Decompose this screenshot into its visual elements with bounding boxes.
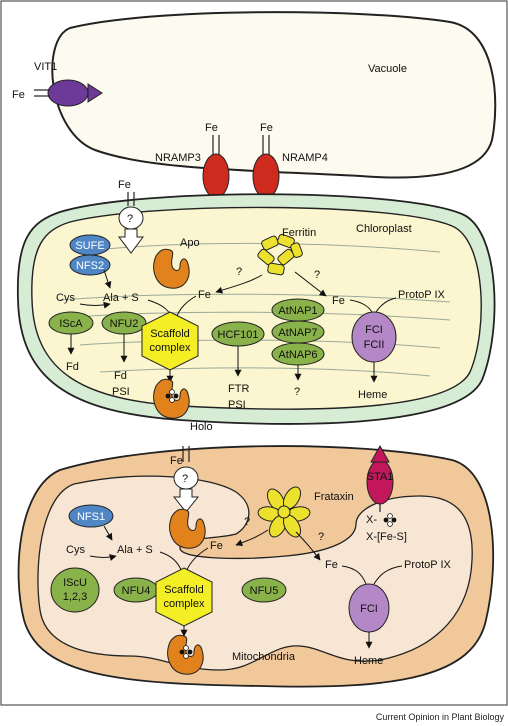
- isca-label: IScA: [59, 318, 83, 330]
- iscu-label-line2: 1,2,3: [63, 591, 87, 603]
- mito-fc-fe-label: Fe: [325, 559, 338, 571]
- nfu2-label: NFU2: [110, 318, 139, 330]
- chloroplast-label: Chloroplast: [356, 223, 412, 235]
- iscu-protein: [50, 567, 100, 613]
- fe-s-cluster-icon: [179, 645, 193, 659]
- mito-import-fe-label: Fe: [170, 455, 183, 467]
- mito-cys-to-ala-arrow: [89, 554, 117, 561]
- fci-mito-label: FCI: [360, 603, 378, 615]
- mito-scaffold-line2: complex: [164, 598, 205, 610]
- ferritin-icon: [257, 233, 303, 276]
- chloroplast-ala-s-label: Ala + S: [103, 292, 139, 304]
- fd-center-label: Fd: [114, 370, 127, 382]
- chloroplast-import-question: ?: [127, 213, 133, 225]
- nfs1-protein: [68, 504, 114, 528]
- nramp4-label: NRAMP4: [282, 152, 328, 164]
- holo-label: Holo: [190, 421, 213, 433]
- chloroplast-import-fe-label: Fe: [118, 179, 131, 191]
- chloroplast-ferrochelatase: [351, 311, 397, 363]
- frataxin-label: Frataxin: [314, 491, 354, 503]
- atnap6-label: AtNAP6: [278, 349, 317, 361]
- vit1-label: VIT1: [34, 61, 57, 73]
- fci-chl-label: FCI: [365, 324, 383, 336]
- mito-ala-s-label: Ala + S: [117, 544, 153, 556]
- ferritin-to-fe-arrow: [215, 274, 263, 294]
- mito-cys-label: Cys: [66, 544, 85, 556]
- atnap1-label: AtNAP1: [278, 305, 317, 317]
- atnap-question: ?: [294, 386, 300, 398]
- frataxin-left-question: ?: [244, 516, 250, 528]
- mito-protop-to-fc-line: [373, 565, 403, 585]
- fe-s-cluster-icon: [165, 389, 179, 403]
- chloroplast-heme-label: Heme: [358, 389, 387, 401]
- ferritin-left-question: ?: [236, 266, 242, 278]
- mito-fe-to-fc-line: [341, 565, 367, 585]
- nfs2-protein: [69, 254, 111, 276]
- fe-s-cluster-icon: [383, 513, 397, 527]
- nfu5-protein: [241, 577, 287, 603]
- holo-protein-icon: [167, 634, 204, 675]
- sufe-label: SUFE: [75, 240, 104, 252]
- holo-protein-icon: [153, 378, 190, 419]
- mito-heme-label: Heme: [354, 655, 383, 667]
- frataxin-to-fc-arrow: [295, 531, 321, 561]
- ferritin-right-question: ?: [314, 269, 320, 281]
- vacuole-membrane: [51, 11, 497, 179]
- mito-import-question: ?: [182, 473, 188, 485]
- hcf101-label: HCF101: [218, 329, 259, 341]
- chloroplast-fc-fe-label: Fe: [332, 295, 345, 307]
- protop-to-fc-line: [375, 297, 397, 313]
- ftr-label: FTR: [228, 383, 249, 395]
- vit1-fe-label: Fe: [12, 89, 25, 101]
- fd-left-label: Fd: [66, 361, 79, 373]
- atnap7-label: AtNAP7: [278, 327, 317, 339]
- nfu5-label: NFU5: [250, 585, 279, 597]
- sta1-x-fes-label: X-[Fe-S]: [366, 531, 407, 543]
- vacuole-label: Vacuole: [368, 63, 407, 75]
- nramp4-fe-label: Fe: [260, 122, 273, 134]
- apo-protein-icon: [153, 248, 190, 289]
- chloroplast-fe-label: Fe: [198, 289, 211, 301]
- mitochondria-label: Mitochondria: [232, 651, 296, 663]
- nfs1-label: NFS1: [77, 511, 105, 523]
- sta1-label: STA1: [367, 471, 394, 483]
- frataxin-right-question: ?: [318, 531, 324, 543]
- nfs2-to-ala-arrow: [103, 269, 112, 289]
- sta1-transporter-icon: [366, 444, 394, 512]
- ferritin-to-fc-arrow: [294, 271, 327, 297]
- chloroplast-scaffold-line1: Scaffold: [150, 328, 190, 340]
- iscu-label-line1: IScU: [63, 577, 87, 589]
- figure-credit: Current Opinion in Plant Biology: [376, 712, 505, 722]
- ferritin-label: Ferritin: [282, 227, 316, 239]
- fe-to-fc-line: [349, 299, 373, 313]
- mito-importer-icon: [172, 446, 200, 513]
- frataxin-icon: [257, 486, 311, 538]
- mito-fe-label: Fe: [210, 540, 223, 552]
- nfs2-label: NFS2: [76, 260, 104, 272]
- vit1-transporter-icon: [34, 79, 103, 107]
- frataxin-to-fe-arrow: [235, 529, 269, 547]
- nfs1-to-ala-arrow: [103, 525, 113, 541]
- psi-center-label: PSI: [112, 386, 130, 398]
- apo-label: Apo: [180, 237, 200, 249]
- nramp3-label: NRAMP3: [155, 152, 201, 164]
- chloroplast-cys-label: Cys: [56, 292, 75, 304]
- apo-protein-icon: [169, 508, 206, 549]
- nfu4-label: NFU4: [122, 585, 151, 597]
- chloroplast-importer-icon: [118, 192, 144, 254]
- chloroplast-protop-label: ProtoP IX: [398, 289, 446, 301]
- fcii-chl-label: FCII: [364, 339, 385, 351]
- sta1-x-label: X-: [366, 514, 377, 526]
- chloroplast-scaffold-line2: complex: [150, 342, 191, 354]
- psi-right-label: PSI: [228, 399, 246, 411]
- mito-protop-label: ProtoP IX: [404, 559, 452, 571]
- nramp3-fe-label: Fe: [205, 122, 218, 134]
- cys-to-ala-arrow: [79, 301, 111, 309]
- mito-scaffold-line1: Scaffold: [164, 584, 204, 596]
